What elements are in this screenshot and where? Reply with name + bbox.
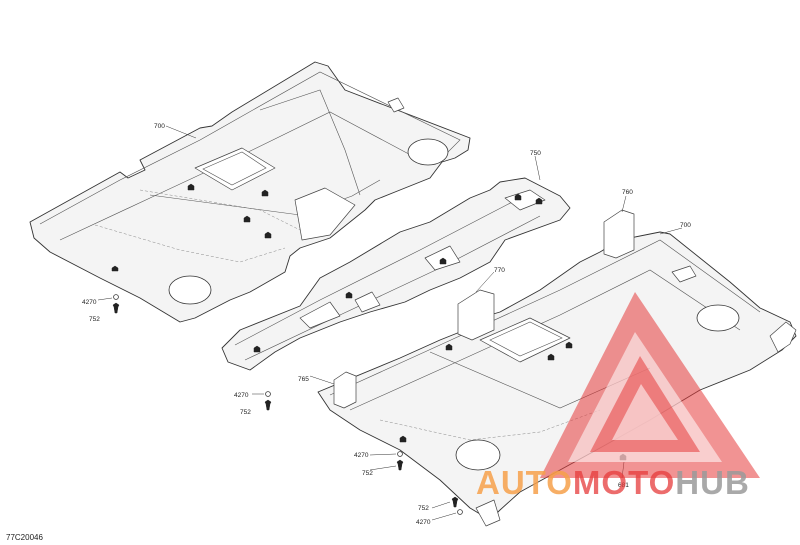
watermark-text-auto: AUTO: [476, 464, 573, 501]
callout-700-top: 700: [154, 123, 165, 130]
automotohub-watermark-logo: AUTOMOTOHUB: [476, 292, 760, 501]
callout-4270-b: 4270: [234, 392, 249, 399]
callout-4270-d: 4270: [416, 519, 431, 526]
watermark-text-hub: HUB: [675, 464, 750, 501]
floor-panel-right: [317, 209, 797, 527]
diagram-code: 77C20046: [6, 533, 43, 542]
loose-fasteners: [112, 294, 463, 515]
callout-labels: 700 750 760 700 770 765 4270 752 4270 75…: [82, 123, 691, 526]
callout-4270-c: 4270: [354, 452, 369, 459]
callout-752-c: 752: [362, 470, 373, 477]
callout-752-b: 752: [240, 409, 251, 416]
callout-765: 765: [298, 376, 309, 383]
callout-4270-a: 4270: [82, 299, 97, 306]
callout-681: 681: [618, 482, 629, 489]
callout-770: 770: [494, 267, 505, 274]
watermark-text-moto: MOTO: [573, 464, 675, 501]
callout-752-a: 752: [89, 316, 100, 323]
callout-760: 760: [622, 189, 633, 196]
svg-text:AUTOMOTOHUB: AUTOMOTOHUB: [476, 464, 750, 501]
center-tunnel-panel: [221, 177, 571, 371]
leader-lines: [97, 125, 683, 521]
floor-panel-left: [29, 61, 471, 323]
callout-752-d: 752: [418, 505, 429, 512]
callout-750: 750: [530, 150, 541, 157]
callout-700-right: 700: [680, 222, 691, 229]
